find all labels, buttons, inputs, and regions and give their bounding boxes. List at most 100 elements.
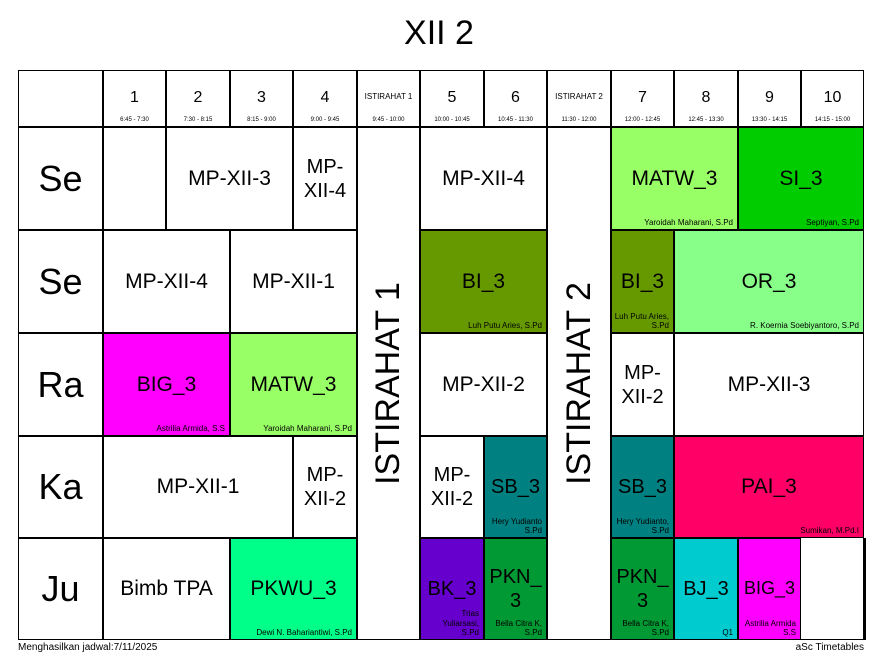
empty-slot bbox=[864, 538, 866, 640]
lesson-name: BK_3 bbox=[427, 578, 477, 600]
lesson-name: MP-XII-3 bbox=[188, 166, 271, 190]
period-time: 13:30 - 14:15 bbox=[751, 117, 788, 123]
teacher-name: Astrilia Armida S.S bbox=[744, 618, 796, 637]
empty-slot bbox=[103, 127, 166, 230]
break-label: ISTIRAHAT 1 bbox=[364, 92, 413, 101]
lesson-name: PKN_3 bbox=[616, 566, 669, 612]
teacher-name: R. Koernia Soebiyantoro, S.Pd bbox=[750, 320, 859, 330]
period-time: 9:00 - 9:45 bbox=[310, 117, 340, 123]
period-number: 10 bbox=[823, 89, 842, 106]
period-time: 12:00 - 12:45 bbox=[624, 117, 661, 123]
lesson-name: OR_3 bbox=[741, 269, 797, 293]
period-time: 7:30 - 8:15 bbox=[183, 117, 213, 123]
lesson-name: BI_3 bbox=[461, 269, 506, 293]
lesson-card[interactable]: MP-XII-3 bbox=[674, 333, 864, 436]
period-number: 6 bbox=[511, 89, 520, 106]
header-period: 9 13:30 - 14:15 bbox=[738, 70, 801, 127]
day-label: Ka bbox=[18, 436, 103, 538]
lesson-card[interactable]: Bimb TPA bbox=[103, 538, 230, 640]
software-credit-label: aSc Timetables bbox=[795, 642, 864, 653]
lesson-name: BI_3 bbox=[620, 269, 665, 293]
lesson-name: BJ_3 bbox=[683, 578, 729, 600]
teacher-name: Luh Putu Aries, S.Pd bbox=[468, 320, 542, 330]
day-label: Se bbox=[18, 127, 103, 230]
period-number: 4 bbox=[320, 89, 330, 106]
lesson-name: BIG_3 bbox=[743, 578, 796, 599]
lesson-name: MP-XII-2 bbox=[442, 372, 525, 396]
period-time: 14:15 - 15:00 bbox=[814, 117, 851, 123]
lesson-name: SI_3 bbox=[779, 166, 823, 190]
lesson-card[interactable]: MP-XII-2 bbox=[293, 436, 357, 538]
period-time: 11:30 - 12:00 bbox=[561, 117, 597, 123]
day-label: Se bbox=[18, 230, 103, 333]
lesson-name: SB_3 bbox=[491, 476, 540, 498]
lesson-name: MP-XII-4 bbox=[442, 166, 525, 190]
lesson-name: SB_3 bbox=[618, 476, 667, 498]
day-label: Ra bbox=[18, 333, 103, 436]
lesson-card[interactable]: MP-XII-4 bbox=[293, 127, 357, 230]
header-period: 4 9:00 - 9:45 bbox=[293, 70, 357, 127]
lesson-card[interactable]: OR_3 R. Koernia Soebiyantoro, S.Pd bbox=[674, 230, 864, 333]
lesson-card[interactable]: MP-XII-2 bbox=[420, 333, 547, 436]
teacher-name: Bella Citra K, S.Pd bbox=[622, 618, 669, 637]
period-number: 7 bbox=[638, 89, 647, 106]
lesson-name: MP-XII-1 bbox=[156, 475, 240, 499]
lesson-name: MP-XII-2 bbox=[430, 464, 474, 510]
teacher-name: Astrilia Armida, S.S bbox=[156, 423, 225, 433]
period-time: 10:45 - 11:30 bbox=[498, 117, 533, 123]
teacher-name: Hery Yudianto S.Pd bbox=[491, 516, 542, 535]
teacher-name: Luh Putu Aries, S.Pd bbox=[614, 311, 669, 330]
lesson-name: MATW_3 bbox=[250, 372, 337, 396]
lesson-card[interactable]: MP-XII-1 bbox=[103, 436, 293, 538]
day-label: Ju bbox=[18, 538, 103, 640]
teacher-name: Yaroidah Maharani, S.Pd bbox=[644, 217, 733, 227]
lesson-card[interactable]: MP-XII-4 bbox=[103, 230, 230, 333]
teacher-name: Sumikan, M.Pd.I bbox=[800, 525, 859, 535]
period-time: 6:45 - 7:30 bbox=[120, 117, 149, 123]
period-number: 3 bbox=[257, 89, 266, 106]
period-number: 8 bbox=[701, 89, 711, 106]
break-column-label: ISTIRAHAT 1 bbox=[369, 282, 408, 485]
lesson-name: MP-XII-3 bbox=[727, 372, 811, 396]
lesson-name: MP-XII-1 bbox=[252, 269, 335, 293]
period-time: 12:45 - 13:30 bbox=[688, 117, 724, 123]
break-column-label: ISTIRAHAT 2 bbox=[559, 282, 598, 485]
lesson-card[interactable]: MP-XII-4 bbox=[420, 127, 547, 230]
lesson-name: MP-XII-2 bbox=[303, 464, 347, 510]
lesson-card[interactable]: MP-XII-3 bbox=[166, 127, 293, 230]
teacher-name: Q1 bbox=[722, 627, 733, 637]
period-number: 1 bbox=[130, 89, 139, 106]
lesson-name: PKWU_3 bbox=[250, 577, 337, 601]
lesson-card[interactable]: MP-XII-2 bbox=[420, 436, 484, 538]
period-number: 9 bbox=[765, 89, 774, 106]
teacher-name: Septiyan, S.Pd bbox=[806, 217, 859, 227]
teacher-name: Dewi N. Bahariantiwi, S.Pd bbox=[256, 627, 352, 637]
timetable-title: XII 2 bbox=[404, 14, 474, 52]
header-period: 1 6:45 - 7:30 bbox=[103, 70, 166, 127]
break-column: ISTIRAHAT 2 bbox=[547, 127, 611, 640]
lesson-name: PKN_3 bbox=[489, 566, 542, 612]
lesson-card[interactable]: MP-XII-1 bbox=[230, 230, 357, 333]
lesson-name: MP-XII-4 bbox=[303, 155, 347, 202]
lesson-name: MATW_3 bbox=[631, 166, 718, 190]
generated-date-label: Menghasilkan jadwal:7/11/2025 bbox=[18, 642, 158, 653]
lesson-card[interactable]: MP-XII-2 bbox=[611, 333, 674, 436]
